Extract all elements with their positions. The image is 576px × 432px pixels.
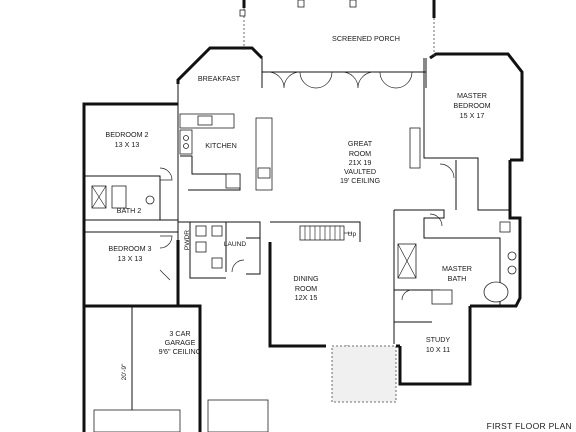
kitchen-island: [255, 117, 273, 191]
entry-walk: [331, 345, 397, 403]
label-dining-room-size: 12X 15: [295, 293, 318, 302]
label-study-size: 10 X 11: [426, 345, 450, 354]
label-screened-porch: SCREENED PORCH: [332, 34, 400, 43]
porch-column: [239, 9, 246, 17]
label-bedroom2-size: 13 X 13: [115, 140, 140, 149]
dryer-icon: [211, 257, 223, 269]
toilet-icon: [507, 251, 517, 261]
label-dining-room-2: ROOM: [295, 284, 317, 293]
fireplace-icon: [409, 127, 421, 169]
porch-column: [297, 0, 305, 8]
porch: [239, 0, 435, 89]
label-master-bedroom-2: BEDROOM: [453, 101, 490, 110]
label-great-room-ceiling: 19' CEILING: [340, 176, 381, 185]
label-master-bedroom: MASTER: [457, 91, 487, 100]
label-great-room-size: 21X 19: [349, 158, 372, 167]
stairs: [299, 225, 352, 241]
label-breakfast: BREAKFAST: [198, 74, 241, 83]
label-master-bedroom-size: 15 X 17: [460, 111, 485, 120]
porch-column: [349, 0, 357, 8]
exterior-walls: [82, 0, 524, 432]
label-bedroom3-size: 13 X 13: [118, 254, 143, 263]
sink-icon: [197, 115, 213, 126]
label-dining-room: DINING: [293, 274, 319, 283]
label-great-room: GREAT: [348, 139, 373, 148]
label-bath2: BATH 2: [117, 206, 142, 215]
label-garage: 3 CAR: [169, 329, 190, 338]
vanity-icon: [111, 185, 127, 209]
label-master-bath-2: BATH: [448, 274, 467, 283]
label-garage-ceiling: 9'6" CEILING: [159, 347, 202, 356]
bath-fixtures: [91, 185, 517, 305]
label-up: Up: [348, 231, 357, 238]
island-sink-icon: [257, 167, 271, 179]
toilet-icon: [145, 195, 155, 205]
label-bedroom2: BEDROOM 2: [105, 130, 148, 139]
label-study: STUDY: [426, 335, 451, 344]
label-garage-2: GARAGE: [165, 338, 196, 347]
label-laund: LAUND: [224, 241, 247, 248]
cooktop-icon: [179, 129, 193, 155]
label-great-room-note: VAULTED: [344, 167, 376, 176]
label-kitchen: KITCHEN: [205, 141, 237, 150]
label-bedroom3: BEDROOM 3: [108, 244, 151, 253]
washer-icon: [195, 241, 207, 253]
refrigerator-icon: [225, 173, 241, 189]
label-pwdr: PWDR: [184, 230, 191, 250]
bathtub-icon: [483, 281, 509, 303]
label-great-room-2: ROOM: [349, 149, 371, 158]
plan-title: FIRST FLOOR PLAN: [487, 421, 572, 431]
label-master-bath: MASTER: [442, 264, 472, 273]
kitchen-fixtures: [179, 113, 273, 191]
label-garage-dimension: 20'-9": [121, 363, 128, 380]
